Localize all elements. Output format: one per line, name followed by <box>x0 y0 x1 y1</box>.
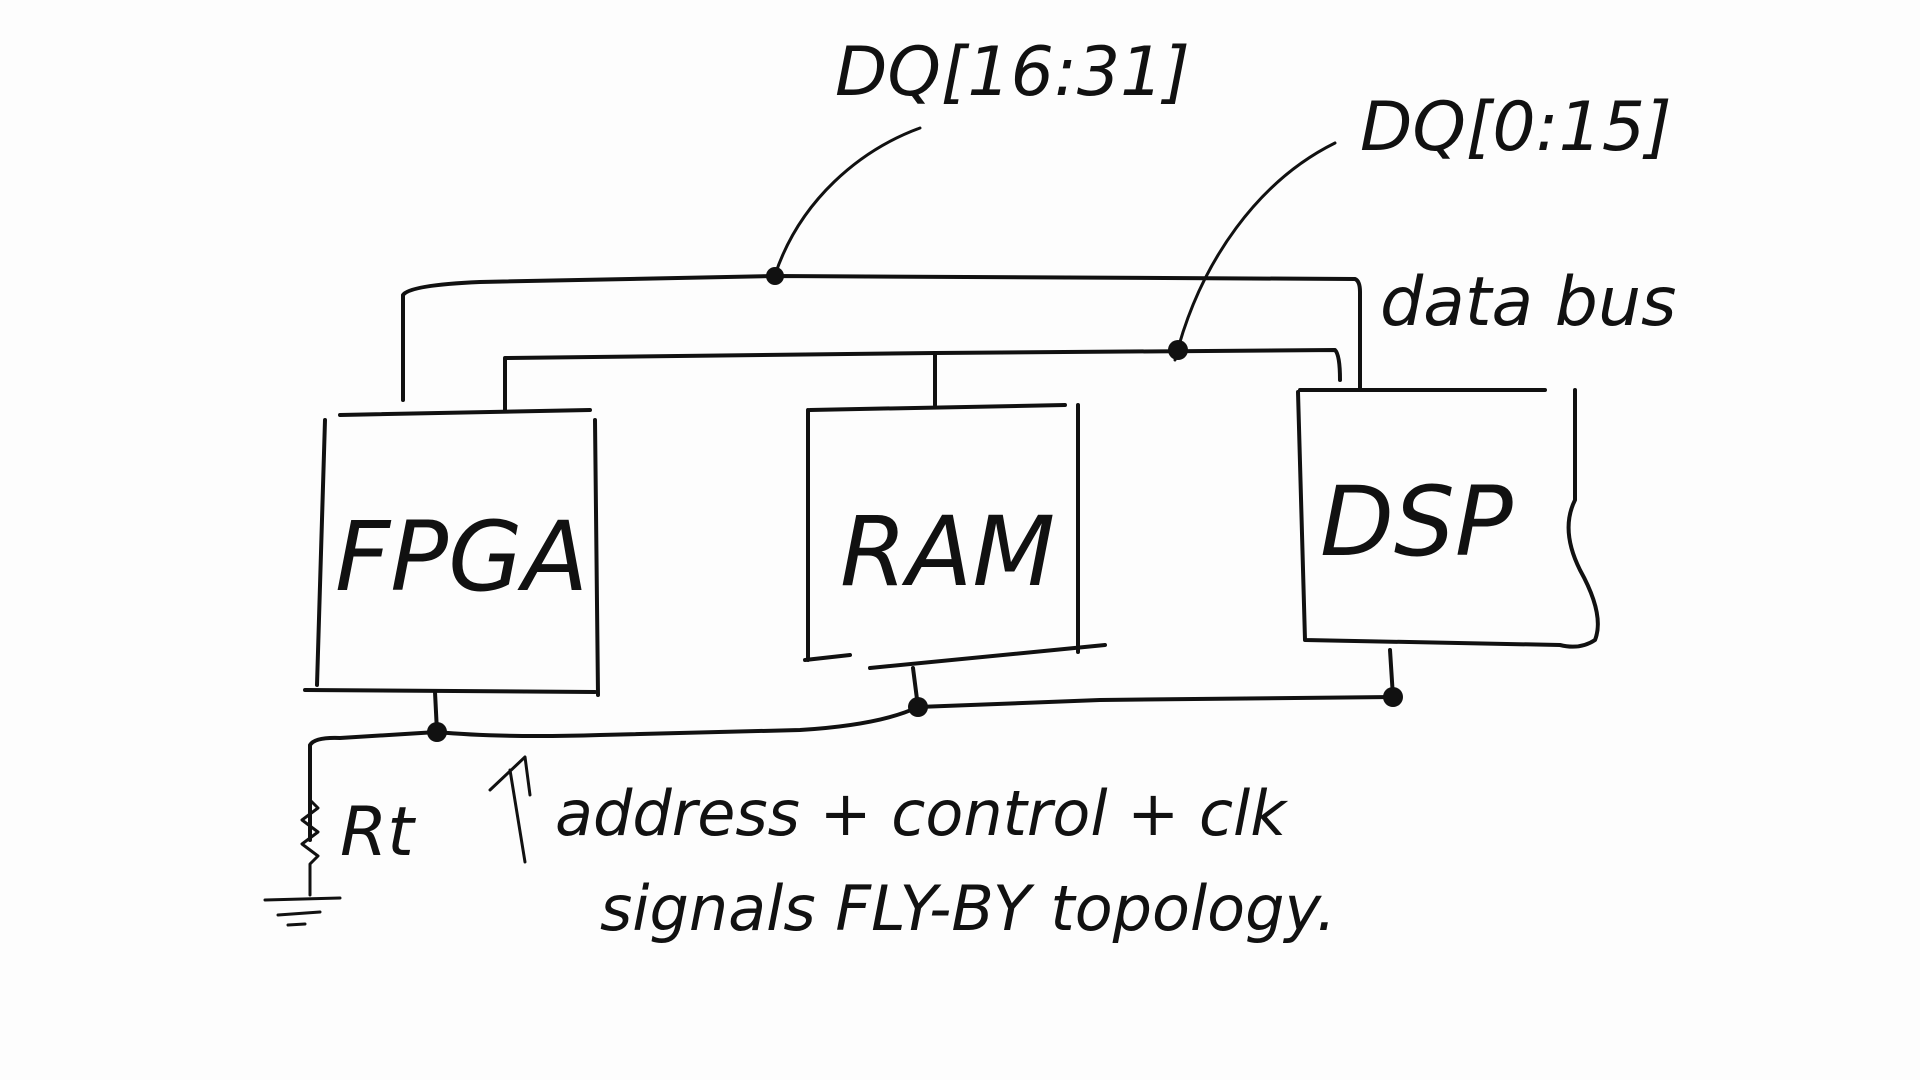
annotation-line1: address + control + clk <box>555 777 1288 850</box>
dq-low-bus <box>503 348 1342 412</box>
termination-resistor-icon <box>300 798 320 897</box>
dsp-box <box>1296 388 1600 649</box>
ram-label: RAM <box>840 496 1055 608</box>
dq-high-label: DQ[16:31] <box>835 33 1190 112</box>
data-bus-label: data bus <box>1380 263 1676 342</box>
dq-low-leader <box>1173 141 1337 362</box>
dq-high-bus <box>401 274 1362 402</box>
dsp-ctrl-junction <box>1383 687 1403 707</box>
fpga-box <box>303 408 600 697</box>
dq-high-leader <box>773 126 922 277</box>
ram-ctrl-junction <box>908 697 928 717</box>
fpga-ctrl-junction <box>427 722 447 742</box>
dsp-label: DSP <box>1320 466 1513 578</box>
ram-box <box>803 403 1107 670</box>
dq-low-label: DQ[0:15] <box>1360 88 1672 167</box>
fpga-label: FPGA <box>335 501 588 613</box>
dq-low-junction <box>1168 340 1188 360</box>
dq-high-junction <box>766 267 784 285</box>
ground-icon <box>263 896 342 927</box>
rt-label: Rt <box>340 793 416 872</box>
annotation-line2: signals FLY-BY topology. <box>600 872 1336 945</box>
flyby-bus <box>308 695 1395 842</box>
flyby-arrow-icon <box>488 755 532 864</box>
